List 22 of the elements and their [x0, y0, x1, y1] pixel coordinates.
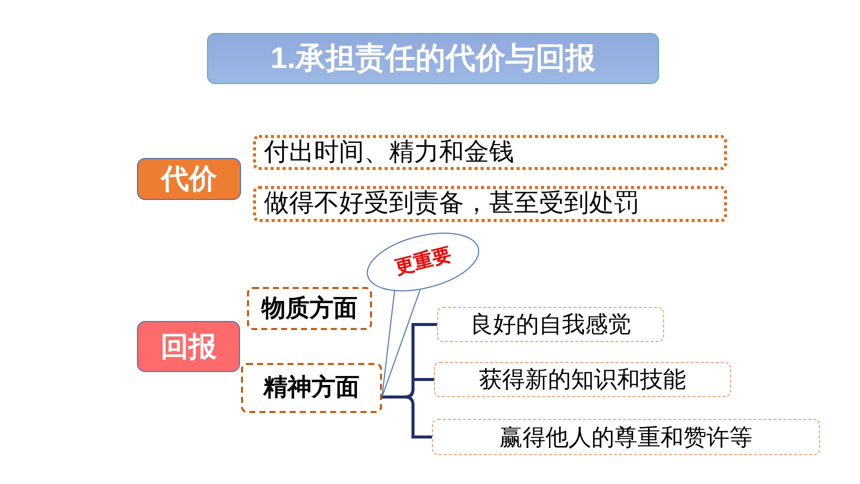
bracket-line [382, 396, 432, 438]
label-text: 做得不好受到责备，甚至受到处罚 [264, 188, 639, 220]
label-text: 精神方面 [264, 373, 360, 403]
text-box [437, 307, 664, 342]
title-banner: 1.承担责任的代价与回报 [207, 33, 659, 84]
text-box [434, 362, 731, 397]
label-text: 代价 [161, 162, 217, 196]
label-text: 回报 [160, 330, 216, 364]
label-text: 赢得他人的尊重和赞许等 [500, 422, 752, 452]
category-box [137, 158, 241, 200]
category-box [137, 321, 240, 372]
label-text: 物质方面 [262, 294, 358, 324]
text-box [253, 135, 727, 170]
text-box [247, 287, 372, 330]
label-text: 获得新的知识和技能 [479, 365, 686, 394]
speech-bubble [365, 232, 481, 292]
label-text: 良好的自我感觉 [470, 310, 631, 340]
text-box [432, 419, 820, 455]
text-box [241, 363, 382, 413]
emphasis-label: 更重要 [392, 243, 454, 280]
label-text: 付出时间、精力和金钱 [264, 136, 514, 168]
text-box [253, 186, 727, 222]
